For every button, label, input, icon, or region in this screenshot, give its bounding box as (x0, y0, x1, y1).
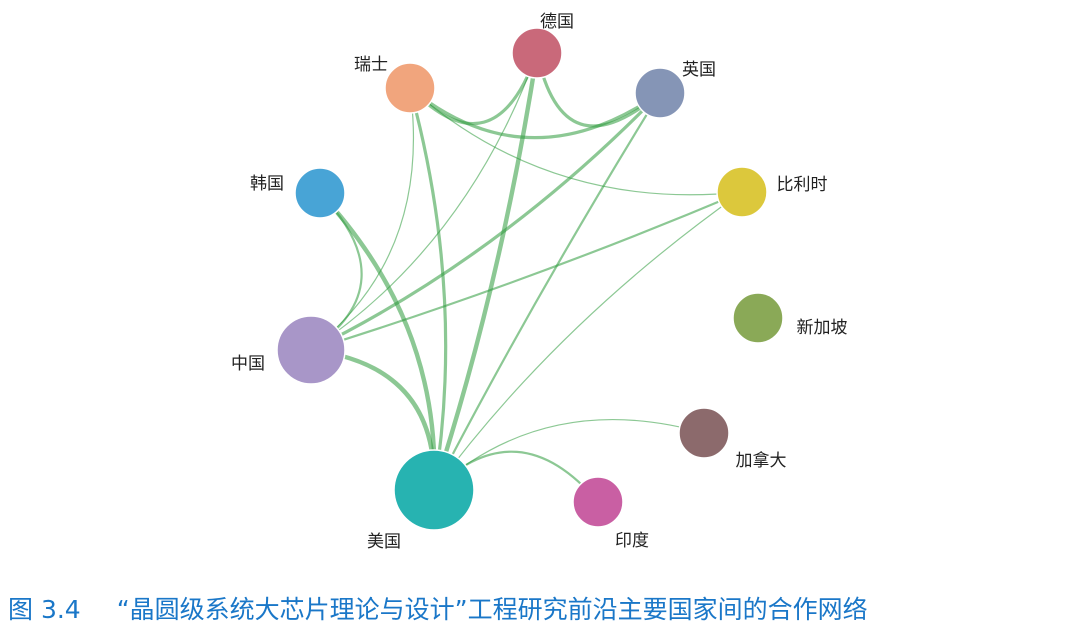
node-usa-circle (393, 449, 475, 531)
edge-usa-korea (317, 190, 437, 493)
node-swiss-circle (384, 62, 436, 114)
node-canada-label: 加拿大 (736, 450, 787, 471)
node-uk: 英国 (634, 60, 716, 119)
node-korea-circle (294, 167, 346, 219)
node-india: 印度 (572, 476, 649, 551)
node-singapore: 新加坡 (732, 292, 848, 344)
node-korea: 韩国 (250, 167, 346, 219)
node-germany-label: 德国 (540, 12, 574, 32)
node-germany: 德国 (511, 12, 574, 79)
figure-caption: 图 3.4 “晶圆级系统大芯片理论与设计”工程研究前沿主要国家间的合作网络 (8, 593, 1078, 627)
edge-germany-uk (535, 51, 662, 128)
edge-china-belgium (309, 190, 744, 352)
node-usa: 美国 (367, 449, 475, 552)
node-belgium: 比利时 (716, 166, 828, 218)
node-uk-label: 英国 (682, 60, 716, 80)
node-belgium-label: 比利时 (777, 175, 828, 195)
node-canada: 加拿大 (678, 407, 787, 471)
node-singapore-circle (732, 292, 784, 344)
node-china: 中国 (231, 315, 346, 385)
node-germany-circle (511, 27, 563, 79)
node-china-label: 中国 (231, 354, 265, 374)
edge-swiss-germany (408, 51, 539, 126)
node-belgium-circle (716, 166, 768, 218)
edge-usa-belgium (433, 191, 743, 491)
edge-swiss-belgium (409, 87, 743, 196)
node-singapore-label: 新加坡 (797, 318, 848, 338)
edge-usa-canada (433, 419, 705, 491)
edge-germany-china (310, 52, 538, 351)
node-swiss-label: 瑞士 (354, 55, 388, 75)
node-uk-circle (634, 67, 686, 119)
node-india-circle (572, 476, 624, 528)
node-usa-label: 美国 (367, 532, 401, 552)
node-india-label: 印度 (615, 531, 649, 551)
node-china-circle (276, 315, 346, 385)
edge-usa-germany (431, 50, 540, 493)
edge-usa-swiss (408, 86, 448, 492)
figure-number: 图 3.4 (8, 595, 81, 624)
edge-china-uk (309, 91, 662, 352)
edge-china-swiss (310, 87, 415, 351)
node-canada-circle (678, 407, 730, 459)
edge-usa-uk (432, 91, 662, 492)
node-korea-label: 韩国 (250, 174, 284, 194)
caption-text: “晶圆级系统大芯片理论与设计”工程研究前沿主要国家间的合作网络 (116, 595, 868, 624)
node-swiss: 瑞士 (354, 55, 436, 114)
edges-layer (308, 50, 744, 504)
edge-swiss-uk (408, 86, 662, 140)
